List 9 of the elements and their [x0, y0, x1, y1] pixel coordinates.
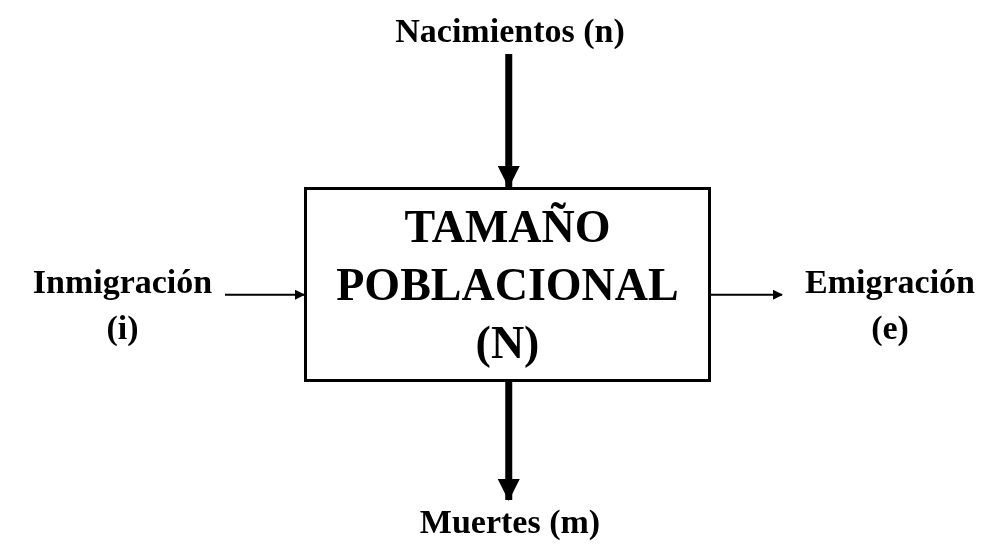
- arrow: [224, 289, 305, 300]
- process-box: [304, 187, 711, 382]
- box-label: TAMAÑO POBLACIONAL (N): [335, 199, 680, 370]
- arrow: [710, 289, 783, 300]
- node-label: Emigración (e): [804, 262, 976, 348]
- node-label: Inmigración (i): [31, 262, 214, 348]
- node-label: Muertes (m): [418, 502, 602, 542]
- arrow: [497, 382, 520, 501]
- node-label: Nacimientos (n): [394, 11, 626, 51]
